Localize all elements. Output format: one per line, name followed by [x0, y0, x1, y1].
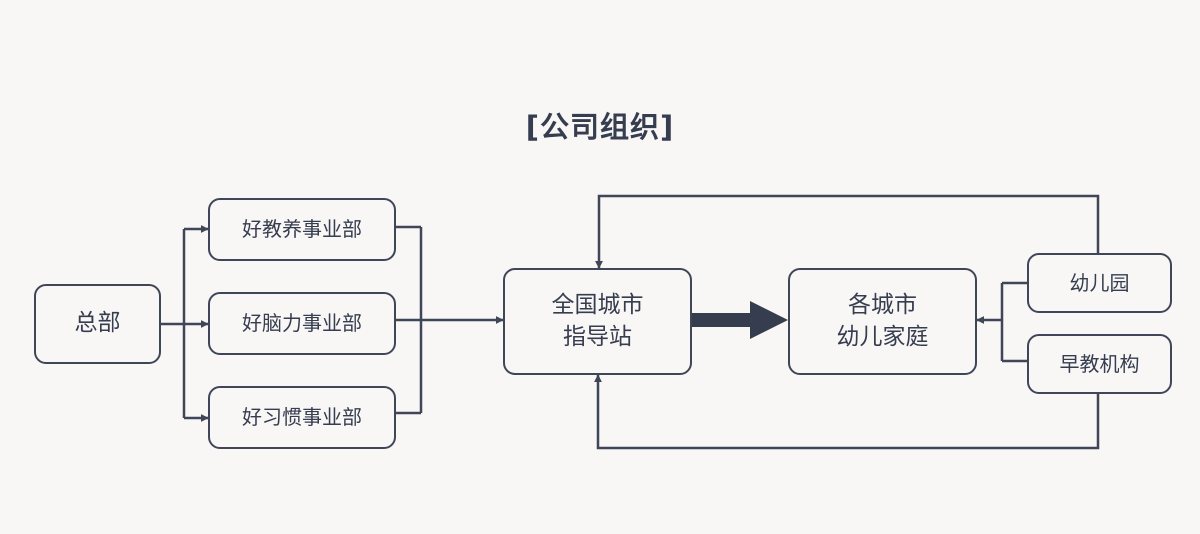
node-division-parenting-label: 好教养事业部	[242, 217, 362, 241]
node-families-line1: 各城市	[848, 292, 917, 319]
node-division-habits: 好习惯事业部	[208, 386, 396, 449]
node-families-line2: 幼儿家庭	[836, 323, 929, 350]
node-headquarters: 总部	[34, 284, 161, 364]
node-kindergarten-label: 幼儿园	[1069, 270, 1130, 295]
node-division-parenting: 好教养事业部	[208, 198, 396, 261]
node-families: 各城市 幼儿家庭	[788, 268, 977, 375]
big-arrow-to-families	[692, 301, 788, 339]
diagram-title: [公司组织]	[525, 110, 675, 144]
node-early-education: 早教机构	[1027, 334, 1172, 394]
node-kindergarten: 幼儿园	[1027, 253, 1172, 313]
node-division-brainpower-label: 好脑力事业部	[242, 311, 362, 335]
node-headquarters-label: 总部	[74, 310, 121, 337]
node-city-station-line1: 全国城市	[551, 292, 644, 319]
feedback-loop-bottom	[594, 374, 1100, 450]
node-early-education-label: 早教机构	[1059, 351, 1140, 376]
feedback-loop-top	[595, 194, 1100, 269]
node-city-station-line2: 指导站	[563, 323, 632, 350]
node-division-brainpower: 好脑力事业部	[208, 292, 396, 355]
node-division-habits-label: 好习惯事业部	[242, 405, 362, 429]
node-city-station: 全国城市 指导站	[503, 268, 692, 375]
